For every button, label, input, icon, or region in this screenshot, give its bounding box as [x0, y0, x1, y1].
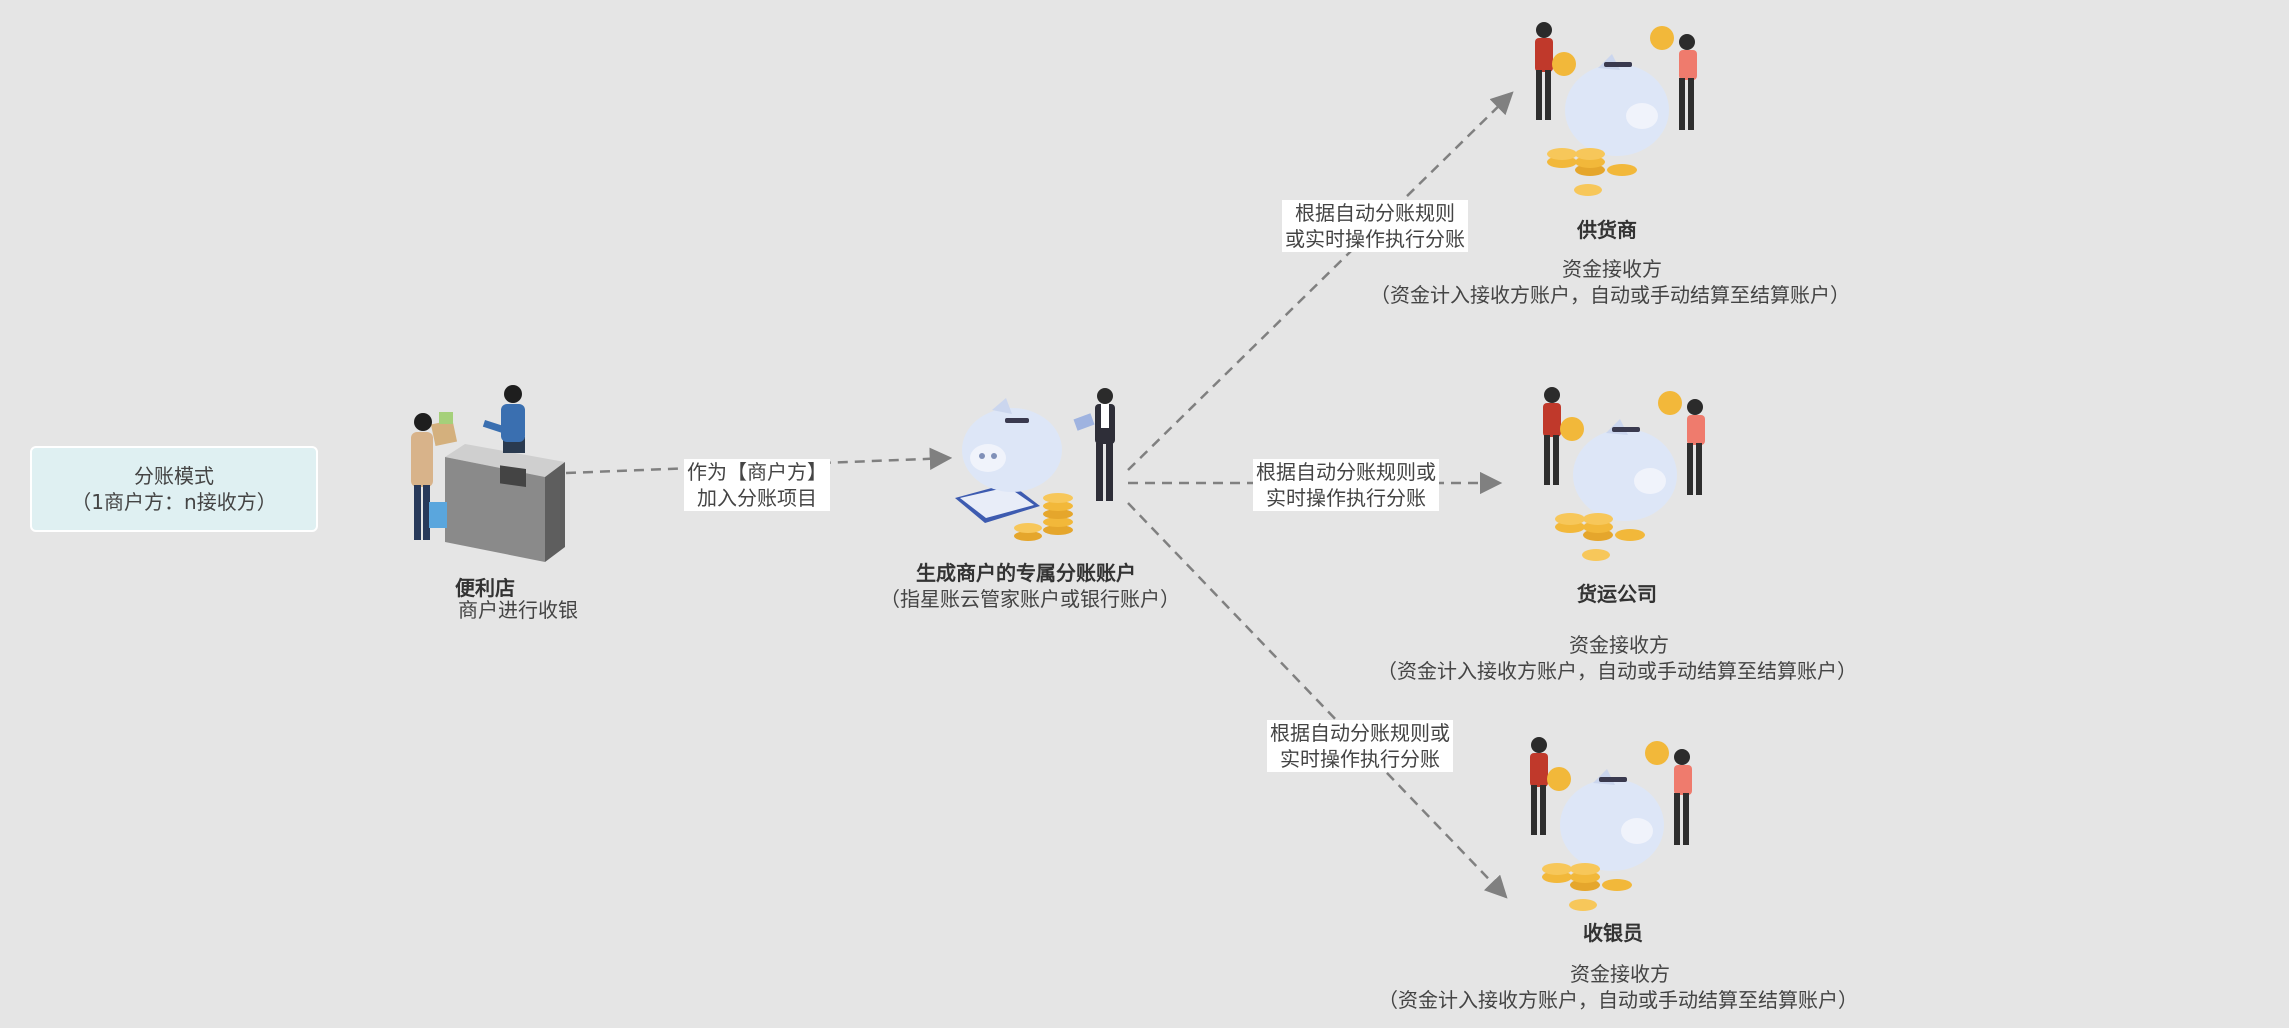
- mode-box: 分账模式 （1商户方：n接收方）: [30, 446, 318, 532]
- arrow-account-to-supplier: [1127, 91, 1514, 471]
- merchant-join-line1: 作为【商户方】: [687, 460, 827, 484]
- cashier-illustration: [1530, 737, 1692, 911]
- edge-label-supplier-line1: 根据自动分账规则: [1295, 201, 1455, 225]
- piggy-bank-account-illustration: [955, 388, 1115, 541]
- cashier-title: 收银员: [1583, 921, 1643, 945]
- edge-label-freight-line2: 实时操作执行分账: [1266, 486, 1426, 510]
- convenience-store-illustration: [411, 385, 565, 562]
- edge-label-supplier: 根据自动分账规则 或实时操作执行分账: [1282, 200, 1468, 252]
- freight-desc: （资金计入接收方账户，自动或手动结算至结算账户）: [1377, 659, 1857, 683]
- supplier-illustration: [1535, 22, 1697, 196]
- edge-label-supplier-line2: 或实时操作执行分账: [1285, 227, 1465, 251]
- freight-title: 货运公司: [1577, 582, 1657, 606]
- edge-label-freight-line1: 根据自动分账规则或: [1256, 460, 1436, 484]
- account-subtitle: （指星账云管家账户或银行账户）: [880, 587, 1180, 611]
- edge-label-cashier-line1: 根据自动分账规则或: [1270, 721, 1450, 745]
- mode-box-ratio: （1商户方：n接收方）: [71, 490, 277, 514]
- merchant-join-line2: 加入分账项目: [697, 486, 817, 510]
- edge-label-cashier: 根据自动分账规则或 实时操作执行分账: [1267, 720, 1453, 772]
- cashier-desc: （资金计入接收方账户，自动或手动结算至结算账户）: [1378, 988, 1858, 1012]
- supplier-title: 供货商: [1577, 218, 1637, 242]
- freight-role: 资金接收方: [1569, 633, 1669, 657]
- mode-box-title: 分账模式: [134, 464, 214, 488]
- arrow-account-to-cashier: [1127, 502, 1508, 899]
- store-subtitle: 商户进行收银: [458, 598, 578, 622]
- store-title: 便利店: [455, 576, 515, 600]
- edge-label-freight: 根据自动分账规则或 实时操作执行分账: [1253, 459, 1439, 511]
- freight-company-illustration: [1543, 387, 1705, 561]
- cashier-role: 资金接收方: [1570, 962, 1670, 986]
- supplier-role: 资金接收方: [1562, 257, 1662, 281]
- supplier-desc: （资金计入接收方账户，自动或手动结算至结算账户）: [1370, 283, 1850, 307]
- account-title: 生成商户的专属分账账户: [916, 561, 1136, 585]
- merchant-join-label: 作为【商户方】 加入分账项目: [684, 459, 830, 511]
- edge-label-cashier-line2: 实时操作执行分账: [1280, 747, 1440, 771]
